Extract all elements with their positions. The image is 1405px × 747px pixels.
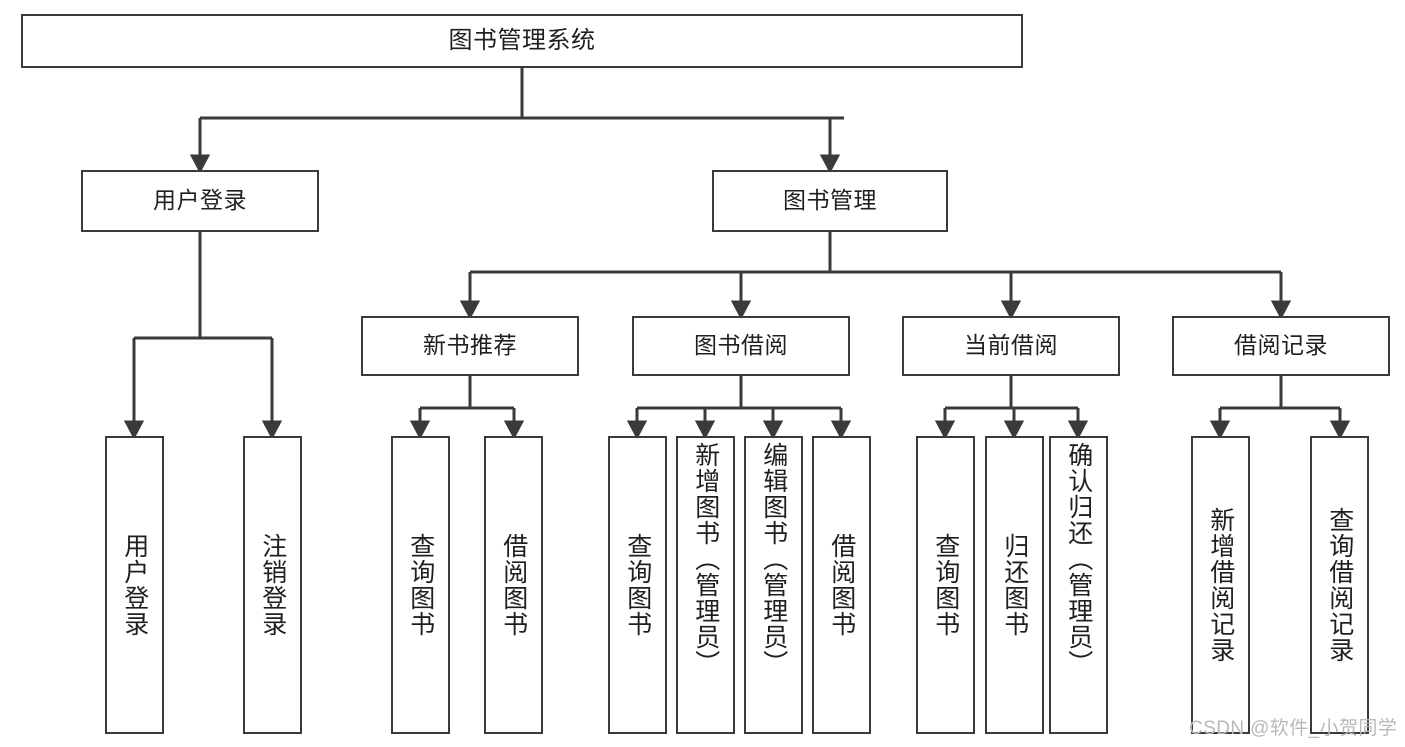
node-leaf-user-logout-label: 注销登录 — [258, 533, 287, 637]
node-leaf-query-book-3-label: 查询图书 — [931, 533, 960, 637]
node-book-borrow-label: 图书借阅 — [694, 332, 788, 359]
node-leaf-query-record-label: 查询借阅记录 — [1325, 507, 1354, 663]
node-borrow-record-label: 借阅记录 — [1234, 332, 1328, 359]
node-leaf-user-logout[interactable]: 注销登录 — [243, 436, 302, 734]
node-borrow-record[interactable]: 借阅记录 — [1172, 316, 1390, 376]
node-book-manage[interactable]: 图书管理 — [712, 170, 948, 232]
node-leaf-user-login[interactable]: 用户登录 — [105, 436, 164, 734]
node-leaf-query-book-1[interactable]: 查询图书 — [391, 436, 450, 734]
node-user-login-label: 用户登录 — [153, 187, 247, 214]
node-current-borrow-label: 当前借阅 — [964, 332, 1058, 359]
node-leaf-borrow-book-2[interactable]: 借阅图书 — [812, 436, 871, 734]
node-leaf-edit-book-label: 编辑图书（管理员） — [759, 442, 788, 676]
node-leaf-confirm-return-label: 确认归还（管理员） — [1064, 442, 1093, 676]
node-user-login[interactable]: 用户登录 — [81, 170, 319, 232]
node-leaf-add-book-label: 新增图书（管理员） — [691, 442, 720, 676]
node-leaf-user-login-label: 用户登录 — [120, 533, 149, 637]
node-leaf-add-record[interactable]: 新增借阅记录 — [1191, 436, 1250, 734]
node-book-manage-label: 图书管理 — [783, 187, 877, 214]
node-leaf-edit-book[interactable]: 编辑图书（管理员） — [744, 436, 803, 734]
node-leaf-return-book-label: 归还图书 — [1000, 533, 1029, 637]
node-leaf-add-record-label: 新增借阅记录 — [1206, 507, 1235, 663]
node-new-book-rec[interactable]: 新书推荐 — [361, 316, 579, 376]
node-leaf-confirm-return[interactable]: 确认归还（管理员） — [1049, 436, 1108, 734]
node-book-borrow[interactable]: 图书借阅 — [632, 316, 850, 376]
node-leaf-return-book[interactable]: 归还图书 — [985, 436, 1044, 734]
watermark: CSDN @软件_小贺同学 — [1189, 718, 1398, 739]
node-new-book-rec-label: 新书推荐 — [423, 332, 517, 359]
node-leaf-borrow-book-1-label: 借阅图书 — [499, 533, 528, 637]
node-current-borrow[interactable]: 当前借阅 — [902, 316, 1120, 376]
node-leaf-query-book-3[interactable]: 查询图书 — [916, 436, 975, 734]
node-leaf-borrow-book-2-label: 借阅图书 — [827, 533, 856, 637]
node-leaf-add-book[interactable]: 新增图书（管理员） — [676, 436, 735, 734]
node-leaf-query-book-1-label: 查询图书 — [406, 533, 435, 637]
node-leaf-query-book-2-label: 查询图书 — [623, 533, 652, 637]
node-leaf-borrow-book-1[interactable]: 借阅图书 — [484, 436, 543, 734]
node-leaf-query-book-2[interactable]: 查询图书 — [608, 436, 667, 734]
node-root[interactable]: 图书管理系统 — [21, 14, 1023, 68]
node-leaf-query-record[interactable]: 查询借阅记录 — [1310, 436, 1369, 734]
node-root-label: 图书管理系统 — [448, 26, 596, 54]
